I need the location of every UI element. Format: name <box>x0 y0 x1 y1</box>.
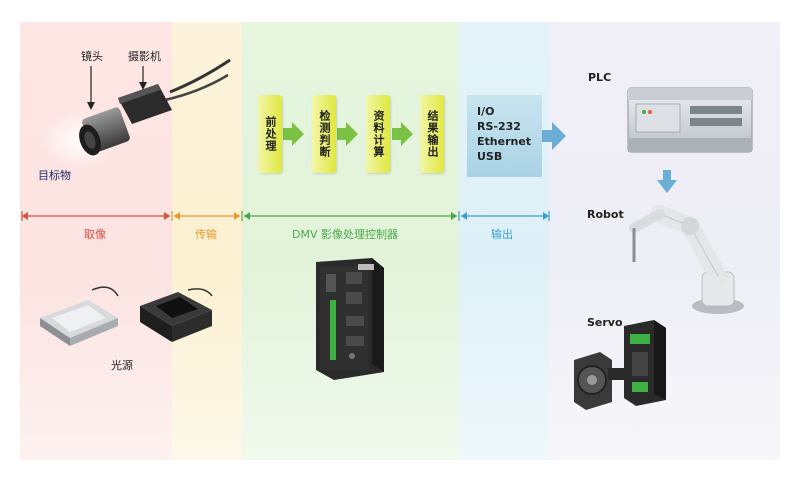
lens-label: 镜头 <box>81 50 103 63</box>
interface-box: I/O RS-232 Ethernet USB <box>467 95 542 177</box>
step-calculation: 资料计算 <box>366 95 390 173</box>
light-source-label: 光源 <box>111 359 133 372</box>
process-flow-arrows <box>283 122 413 146</box>
step-preprocess: 前处理 <box>258 95 282 173</box>
robot-label: Robot <box>587 208 624 221</box>
step-calculation-label: 资料计算 <box>372 110 385 158</box>
output-to-plc-arrow <box>542 122 566 150</box>
interface-usb: USB <box>477 150 503 163</box>
dmv-controller-image <box>316 258 384 380</box>
interface-ethernet: Ethernet <box>477 135 532 148</box>
segment-output-label: 输出 <box>491 228 513 241</box>
plc-label: PLC <box>588 71 612 84</box>
robot-image <box>629 205 744 314</box>
step-inspection-label: 检测判断 <box>318 110 331 158</box>
segment-ruler <box>21 211 550 221</box>
step-result-output-label: 结果输出 <box>426 110 439 158</box>
step-result-output: 结果输出 <box>420 95 444 173</box>
segment-controller-label: DMV 影像处理控制器 <box>292 228 398 241</box>
servo-label: Servo <box>587 316 623 329</box>
servo-image <box>574 320 666 410</box>
step-inspection: 检测判断 <box>312 95 336 173</box>
segment-transmit-label: 传输 <box>195 228 217 241</box>
target-label: 目标物 <box>38 169 71 182</box>
camera-image <box>40 58 231 170</box>
interface-io: I/O <box>477 105 495 118</box>
plc-to-robot-arrow <box>657 170 677 193</box>
step-preprocess-label: 前处理 <box>264 116 277 152</box>
segment-capture-label: 取像 <box>84 228 106 241</box>
camera-label: 摄影机 <box>128 50 161 63</box>
interface-rs232: RS-232 <box>477 120 521 133</box>
light-source-image <box>40 286 213 346</box>
plc-image <box>627 87 753 153</box>
